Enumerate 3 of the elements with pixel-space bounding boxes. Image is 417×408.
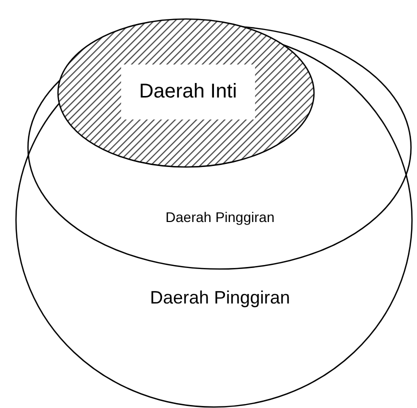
- region-label: Daerah Pinggiran: [166, 209, 274, 225]
- region-label: Daerah Inti: [121, 64, 255, 120]
- region-label: Daerah Pinggiran: [150, 288, 290, 308]
